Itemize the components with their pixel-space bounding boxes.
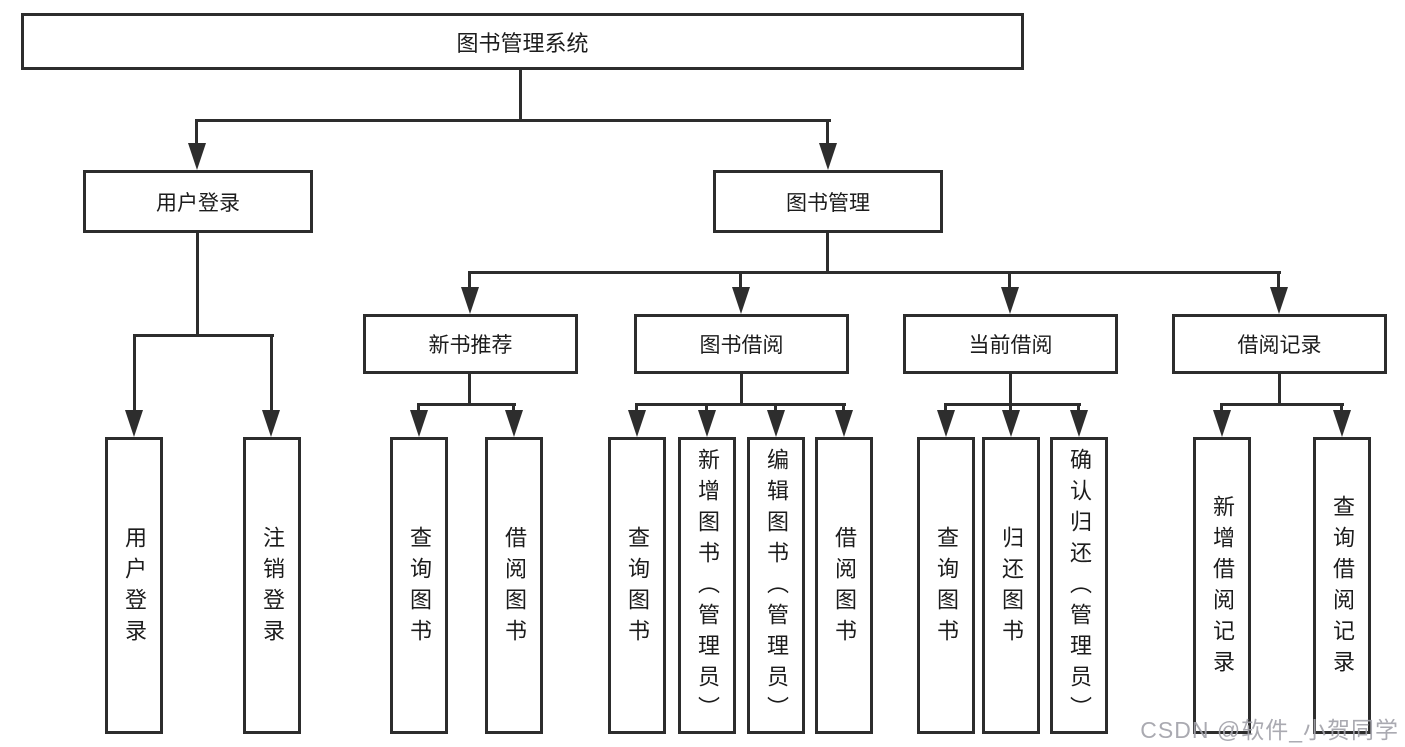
arrowhead-down-icon	[188, 143, 206, 170]
arrowhead-down-icon	[819, 143, 837, 170]
node-book-management: 图书管理	[713, 170, 943, 233]
leaf-user-login: 用户登录	[105, 437, 163, 734]
connector-hbar	[196, 119, 831, 122]
connector-drop	[195, 119, 198, 145]
leaf-logout: 注销登录	[243, 437, 301, 734]
node-user-login: 用户登录	[83, 170, 313, 233]
connector-hbar	[418, 403, 516, 406]
node-borrow-records: 借阅记录	[1172, 314, 1387, 374]
connector-drop	[739, 271, 742, 290]
connector-drop	[270, 334, 273, 411]
connector-hbar	[133, 334, 274, 337]
connector-drop	[1008, 271, 1011, 290]
arrowhead-down-icon	[1001, 287, 1019, 314]
connector-stem	[826, 233, 829, 274]
leaf-borrow-book: 借阅图书	[815, 437, 873, 734]
connector-drop	[1220, 403, 1223, 412]
node-current-borrow: 当前借阅	[903, 314, 1118, 374]
connector-hbar	[469, 271, 1281, 274]
arrowhead-down-icon	[835, 410, 853, 437]
arrowhead-down-icon	[1333, 410, 1351, 437]
arrowhead-down-icon	[1070, 410, 1088, 437]
connector-stem	[519, 70, 522, 122]
leaf-confirm-return-admin: 确认归还（管理员）	[1050, 437, 1108, 734]
arrowhead-down-icon	[262, 410, 280, 437]
leaf-edit-book-admin: 编辑图书（管理员）	[747, 437, 805, 734]
connector-drop	[705, 403, 708, 412]
connector-hbar	[945, 403, 1081, 406]
arrowhead-down-icon	[732, 287, 750, 314]
arrowhead-down-icon	[698, 410, 716, 437]
node-book-borrow: 图书借阅	[634, 314, 849, 374]
connector-hbar	[636, 403, 846, 406]
connector-stem	[1009, 374, 1012, 406]
connector-drop	[512, 403, 515, 412]
leaf-query-book-borrow: 查询图书	[608, 437, 666, 734]
leaf-borrow-book-recommend: 借阅图书	[485, 437, 543, 734]
leaf-query-book-recommend: 查询图书	[390, 437, 448, 734]
leaf-add-borrow-record: 新增借阅记录	[1193, 437, 1251, 734]
connector-drop	[1009, 403, 1012, 412]
connector-stem	[468, 374, 471, 406]
connector-drop	[417, 403, 420, 412]
node-new-book-recommend: 新书推荐	[363, 314, 578, 374]
connector-stem	[196, 233, 199, 337]
connector-drop	[944, 403, 947, 412]
arrowhead-down-icon	[505, 410, 523, 437]
connector-drop	[468, 271, 471, 290]
arrowhead-down-icon	[461, 287, 479, 314]
connector-stem	[1278, 374, 1281, 406]
connector-drop	[1340, 403, 1343, 412]
arrowhead-down-icon	[1002, 410, 1020, 437]
connector-drop	[826, 119, 829, 145]
arrowhead-down-icon	[1270, 287, 1288, 314]
leaf-query-borrow-record: 查询借阅记录	[1313, 437, 1371, 734]
connector-hbar	[1221, 403, 1344, 406]
connector-drop	[842, 403, 845, 412]
connector-drop	[774, 403, 777, 412]
arrowhead-down-icon	[410, 410, 428, 437]
leaf-query-book-current: 查询图书	[917, 437, 975, 734]
watermark: CSDN @软件_小贺同学	[1140, 717, 1399, 743]
leaf-add-book-admin: 新增图书（管理员）	[678, 437, 736, 734]
connector-drop	[1277, 271, 1280, 290]
connector-drop	[635, 403, 638, 412]
arrowhead-down-icon	[1213, 410, 1231, 437]
connector-drop	[1077, 403, 1080, 412]
leaf-return-book: 归还图书	[982, 437, 1040, 734]
arrowhead-down-icon	[767, 410, 785, 437]
connector-drop	[133, 334, 136, 411]
connector-stem	[740, 374, 743, 406]
arrowhead-down-icon	[628, 410, 646, 437]
arrowhead-down-icon	[937, 410, 955, 437]
node-root: 图书管理系统	[21, 13, 1024, 70]
arrowhead-down-icon	[125, 410, 143, 437]
